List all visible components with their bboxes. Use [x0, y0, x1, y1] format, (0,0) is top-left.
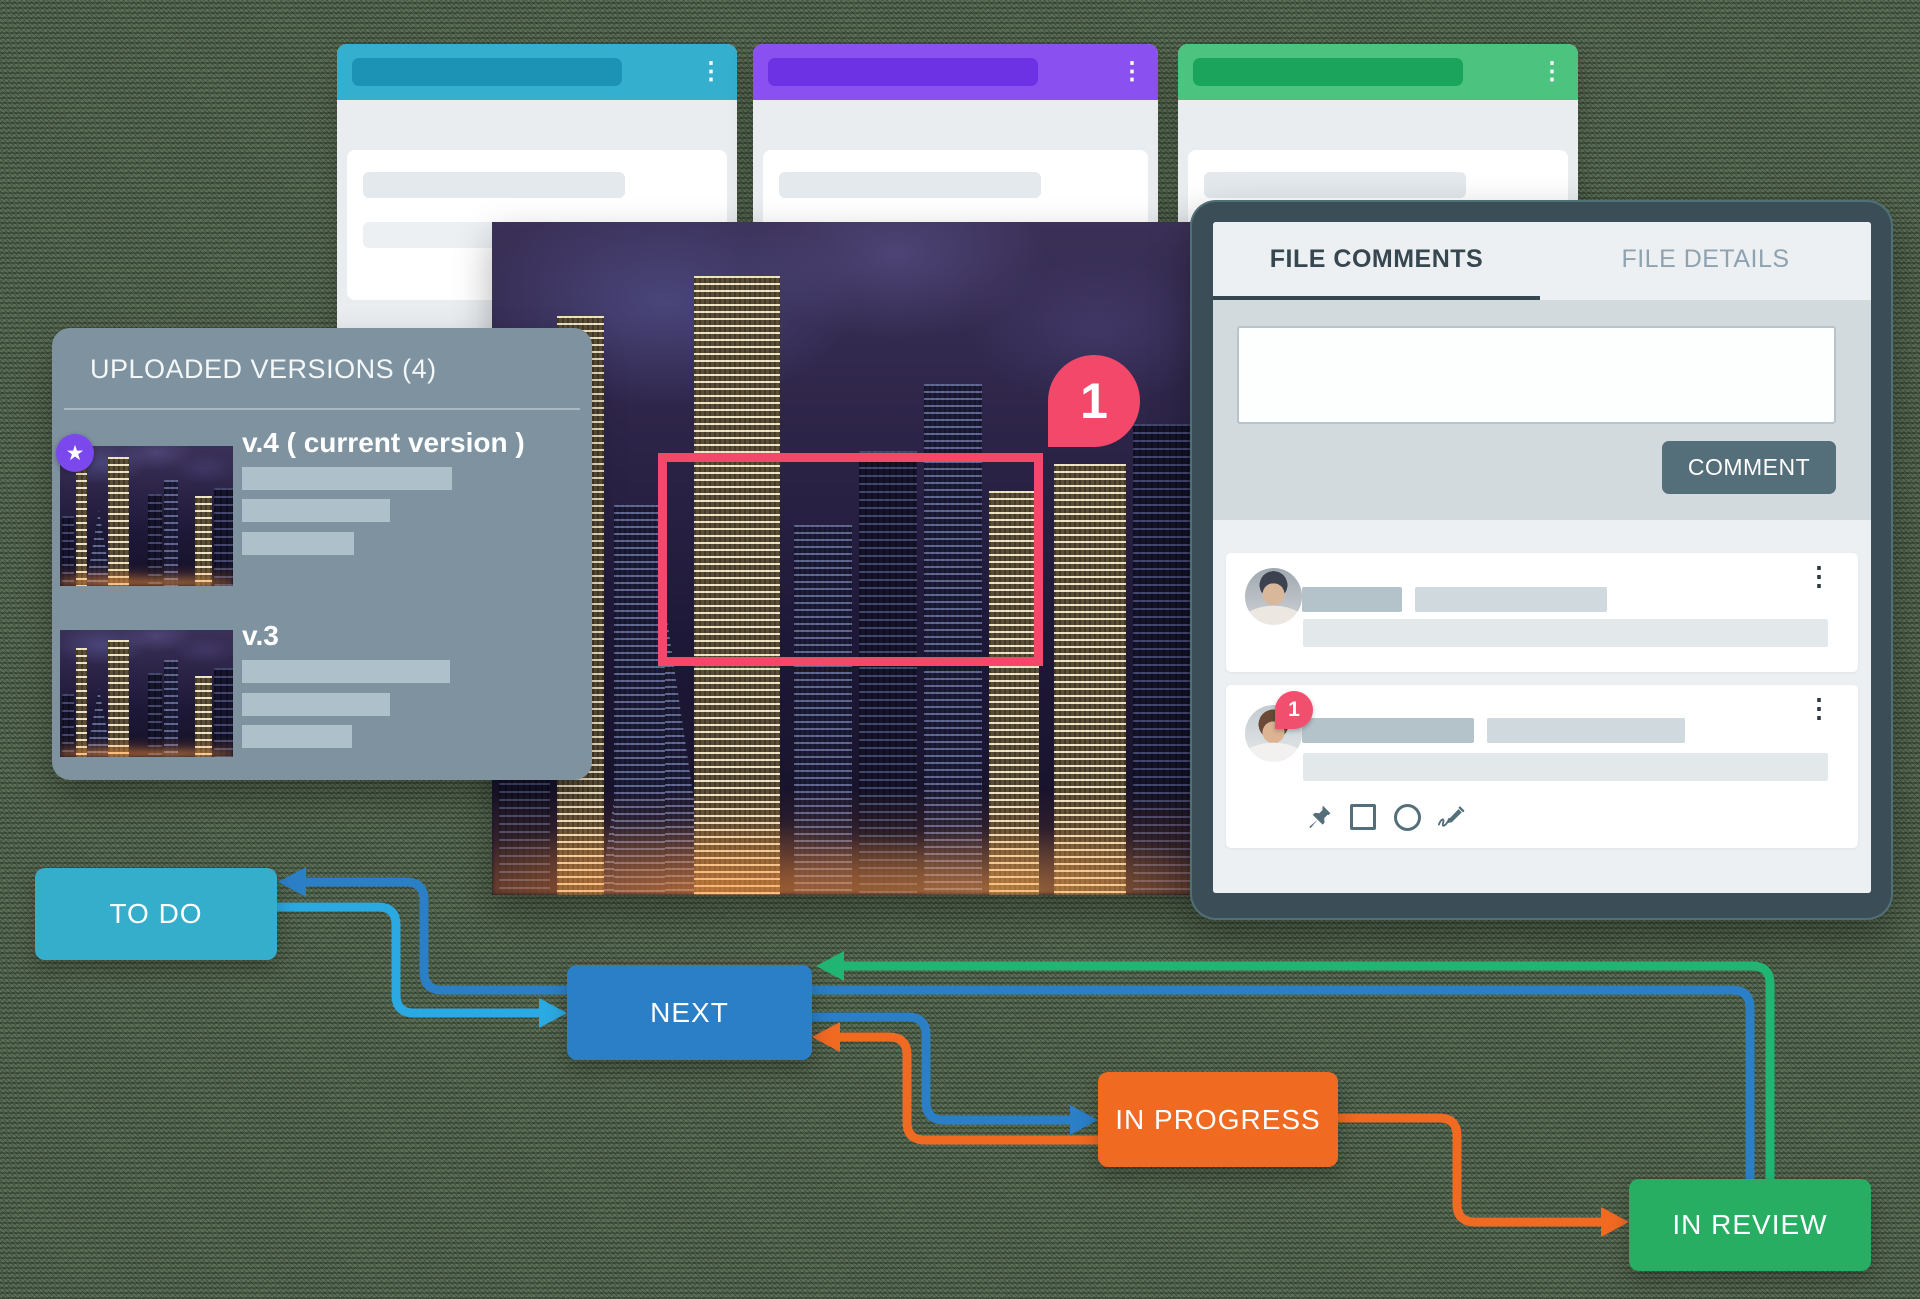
comment-input[interactable]	[1237, 326, 1836, 424]
comment-item[interactable]: ⋮	[1226, 553, 1858, 672]
annotation-toolbar	[1305, 802, 1465, 832]
placeholder-bar	[779, 172, 1041, 198]
annotation-box[interactable]	[658, 453, 1043, 666]
placeholder-bar	[1204, 172, 1466, 198]
placeholder-bar	[1303, 753, 1828, 781]
column-3-title-placeholder	[1193, 58, 1463, 86]
file-preview-image[interactable]	[492, 222, 1212, 895]
placeholder-bar	[242, 660, 450, 683]
version-4-thumbnail[interactable]	[60, 446, 233, 586]
versions-panel-title: UPLOADED VERSIONS (4)	[90, 354, 437, 384]
kebab-menu-icon[interactable]: ⋮	[1120, 58, 1144, 86]
thumbnail-skyline	[60, 446, 233, 586]
version-3-thumbnail[interactable]	[60, 630, 233, 757]
active-tab-underline	[1213, 296, 1540, 300]
tab-file-comments[interactable]: FILE COMMENTS	[1269, 244, 1484, 273]
placeholder-bar	[242, 725, 352, 748]
placeholder-bar	[242, 499, 390, 522]
arrow-inprogress-to-inreview	[1338, 1113, 1603, 1227]
placeholder-bar	[1303, 619, 1828, 647]
kebab-menu-icon[interactable]: ⋮	[1806, 693, 1832, 723]
placeholder-bar	[242, 467, 452, 490]
uploaded-versions-panel: UPLOADED VERSIONS (4) ★ v.4 ( current ve…	[52, 328, 592, 780]
kebab-menu-icon[interactable]: ⋮	[699, 58, 723, 86]
comment-compose-section: COMMENT	[1213, 300, 1871, 520]
placeholder-bar	[363, 172, 625, 198]
current-version-star-icon: ★	[56, 434, 94, 472]
column-2-title-placeholder	[768, 58, 1038, 86]
tab-file-details[interactable]: FILE DETAILS	[1621, 244, 1790, 273]
workflow-node-next[interactable]: NEXT	[567, 965, 812, 1060]
arrow-inprogress-to-next	[838, 1032, 1098, 1145]
placeholder-bar	[1487, 718, 1685, 743]
placeholder-bar	[242, 532, 354, 555]
placeholder-bar	[1415, 587, 1607, 612]
column-2-header: ⋮	[753, 44, 1158, 100]
placeholder-bar	[242, 693, 390, 716]
annotation-badge[interactable]: 1	[1048, 355, 1140, 447]
divider	[64, 408, 580, 410]
city-skyline	[492, 222, 1212, 895]
column-1-header: ⋮	[337, 44, 737, 100]
arrow-todo-to-next	[277, 902, 541, 1018]
comments-panel: FILE COMMENTS FILE DETAILS COMMENT ⋮ 1	[1213, 222, 1871, 893]
version-3-label[interactable]: v.3	[242, 620, 279, 651]
arrow-next-to-inprogress	[812, 1012, 1072, 1125]
draw-tool-icon[interactable]	[1437, 803, 1465, 831]
avatar	[1245, 568, 1302, 625]
comment-item[interactable]: 1 ⋮	[1226, 685, 1858, 848]
rectangle-tool-icon[interactable]	[1349, 803, 1377, 831]
column-1-title-placeholder	[352, 58, 622, 86]
column-3-header: ⋮	[1178, 44, 1578, 100]
circle-tool-icon[interactable]	[1393, 803, 1421, 831]
workflow-node-todo[interactable]: TO DO	[35, 868, 277, 960]
comment-button[interactable]: COMMENT	[1662, 441, 1836, 494]
version-4-label[interactable]: v.4 ( current version )	[242, 427, 525, 458]
arrow-review-to-todo	[304, 877, 1755, 1179]
placeholder-bar	[1302, 587, 1402, 612]
thumbnail-skyline	[60, 630, 233, 757]
placeholder-bar	[1302, 718, 1474, 743]
arrow-inreview-to-next	[842, 961, 1775, 1179]
comment-badge: 1	[1275, 691, 1313, 729]
kebab-menu-icon[interactable]: ⋮	[1540, 58, 1564, 86]
comments-list: ⋮ 1 ⋮	[1213, 520, 1871, 893]
workflow-node-inprogress[interactable]: IN PROGRESS	[1098, 1072, 1338, 1167]
workflow-node-inreview[interactable]: IN REVIEW	[1629, 1179, 1871, 1271]
tab-bar: FILE COMMENTS FILE DETAILS	[1213, 222, 1871, 300]
pin-icon[interactable]	[1305, 803, 1333, 831]
kebab-menu-icon[interactable]: ⋮	[1806, 561, 1832, 591]
